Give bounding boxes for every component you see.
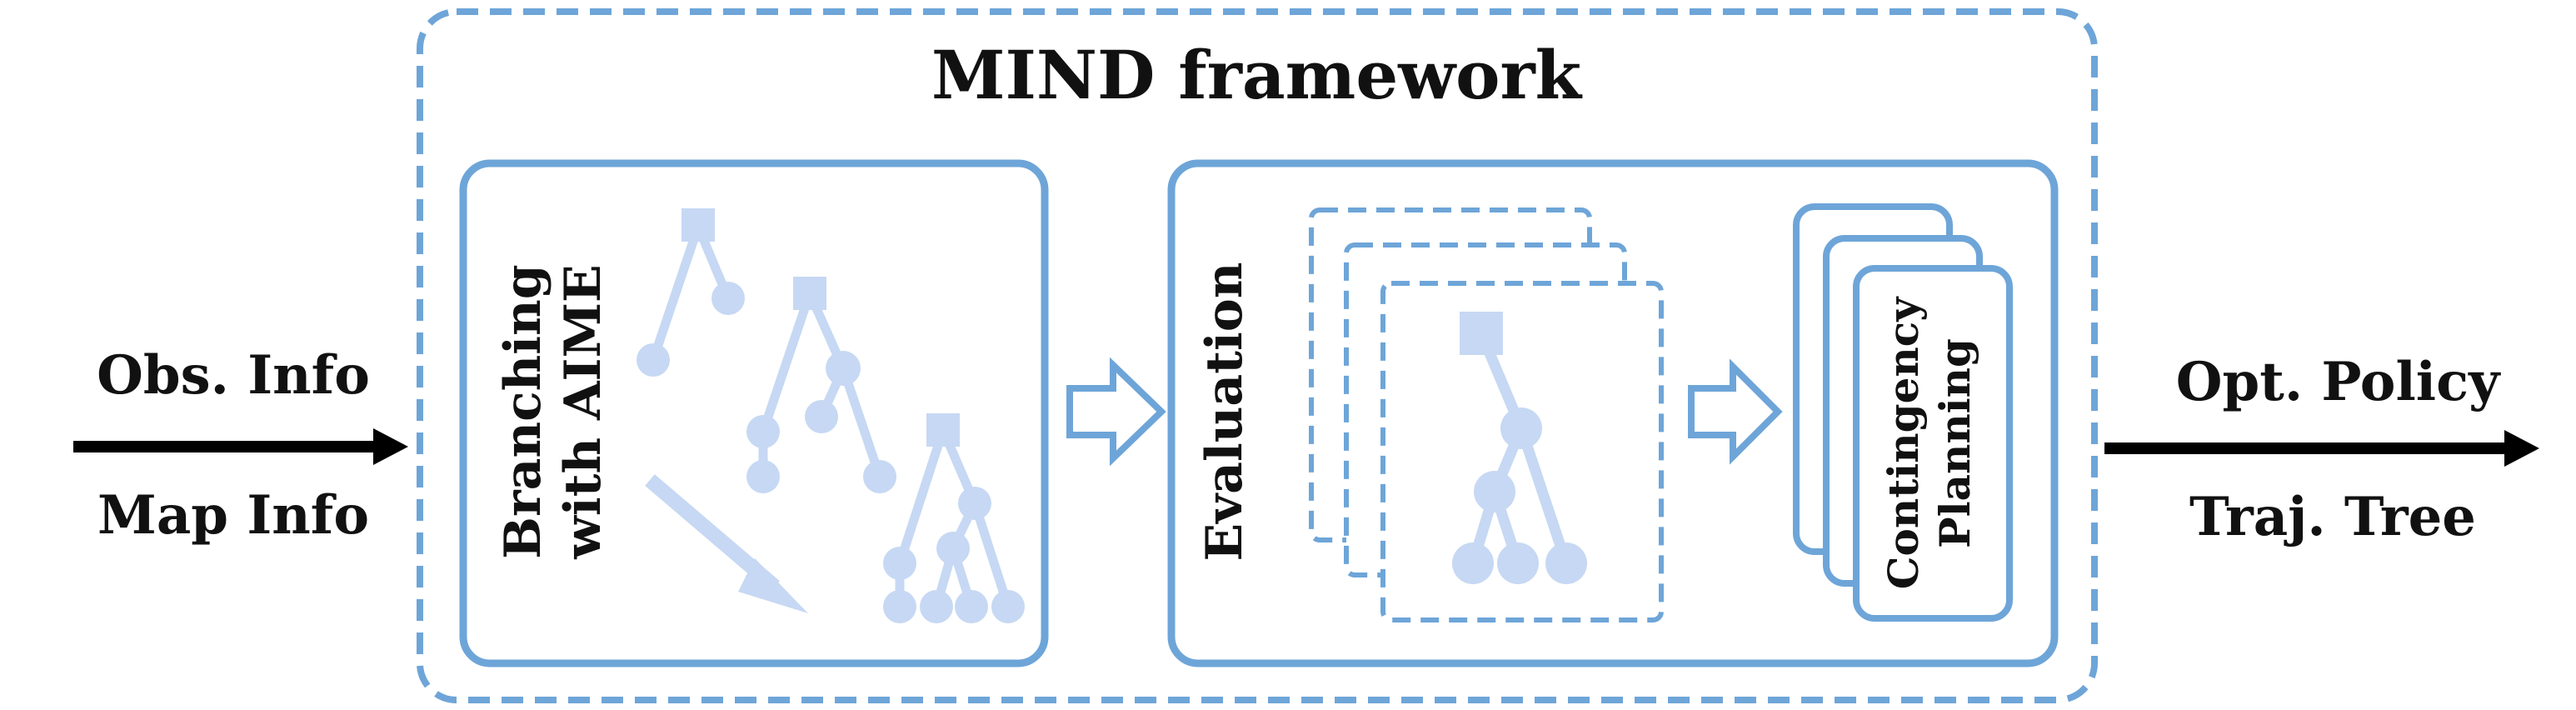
- contingency-label-line2: Planning: [1930, 338, 1979, 548]
- input-arrow-head: [373, 428, 408, 465]
- output-arrow-head: [2504, 430, 2539, 467]
- branching-label-line2: with AIME: [554, 264, 612, 559]
- map-info-label: Map Info: [97, 484, 369, 547]
- branching-label-line1: Branching: [494, 264, 552, 558]
- tree-icon-large: [883, 413, 1025, 623]
- contingency-card-front: [1853, 265, 2013, 622]
- hollow-arrow-1: [1066, 357, 1166, 467]
- traj-tree-label: Traj. Tree: [2189, 486, 2476, 548]
- branching-box: [459, 159, 1049, 668]
- evaluated-tree-icon: [1452, 312, 1587, 584]
- scenario-card-front: [1380, 281, 1664, 622]
- obs-info-label: Obs. Info: [97, 344, 370, 407]
- framework-title: MIND framework: [931, 36, 1583, 114]
- growth-arrow: [645, 474, 808, 613]
- opt-policy-label: Opt. Policy: [2176, 351, 2501, 413]
- evaluation-label: Evaluation: [1196, 262, 1254, 562]
- contingency-label-line1: Contingency: [1879, 296, 1928, 590]
- tree-icon-medium: [746, 277, 896, 493]
- hollow-arrow-2: [1688, 358, 1783, 465]
- framework-frame: [417, 8, 2098, 703]
- tree-icon-small: [637, 208, 745, 377]
